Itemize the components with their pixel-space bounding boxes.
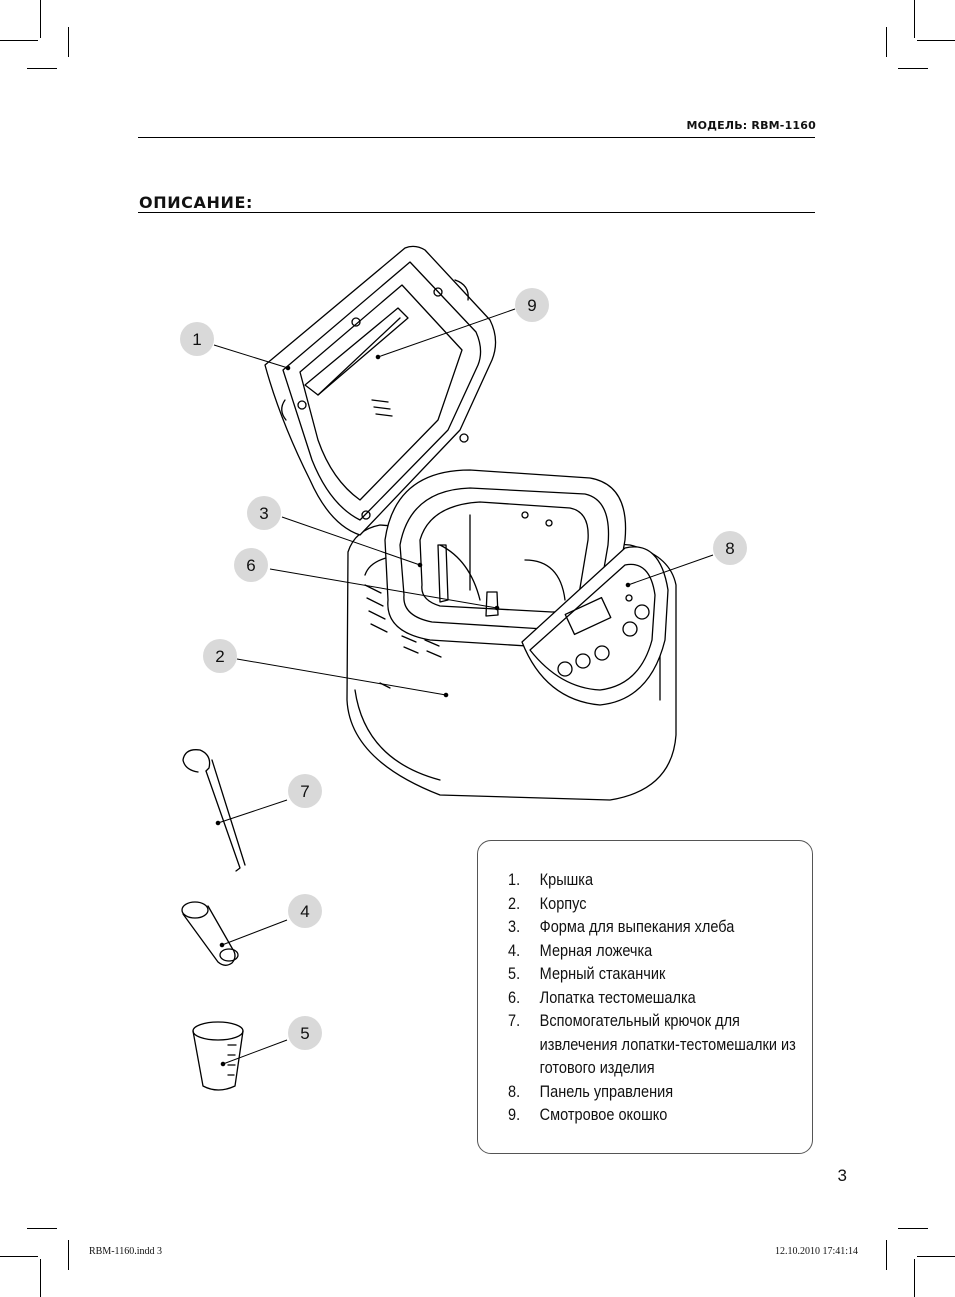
legend-item-number: 8. (508, 1082, 521, 1101)
callout-circle (180, 322, 214, 356)
legend-item-label: Лопатка тестомешалка (539, 988, 696, 1007)
callout-8: 8 (713, 531, 747, 565)
crop-mark (68, 27, 69, 57)
callout-2: 2 (203, 639, 237, 673)
callout-number: 2 (215, 647, 224, 666)
callout-circle (713, 531, 747, 565)
callout-circle (234, 548, 268, 582)
callout-6: 6 (234, 548, 268, 582)
legend-item: 5. Мерный стаканчик (508, 963, 807, 987)
legend-item: 8. Панель управления (508, 1081, 807, 1105)
legend-item-number: 6. (508, 988, 521, 1007)
legend-item-label: Панель управления (539, 1082, 674, 1101)
file-slug: RBM-1160.indd 3 (89, 1246, 162, 1257)
callout-number: 5 (300, 1024, 309, 1043)
legend-item-label: Крышка (539, 871, 594, 889)
legend-item: 4. Мерная ложечка (508, 940, 807, 964)
legend-item-label: Мерный стаканчик (539, 965, 666, 983)
legend-item-label: Мерная ложечка (539, 941, 653, 960)
legend-item: 6. Лопатка тестомешалка (508, 987, 807, 1011)
section-title: ОПИСАНИЕ: (139, 193, 254, 212)
callout-circle (203, 639, 237, 673)
model-header: МОДЕЛЬ: RBM-1160 (686, 119, 816, 132)
callout-number: 6 (246, 556, 255, 575)
legend-item-number: 1. (508, 871, 521, 889)
callout-number: 1 (192, 330, 201, 349)
legend-item-number: 2. (508, 894, 521, 913)
hook-accessory (182, 749, 246, 872)
legend-box: 1. Крышка 2. Корпус 3. Форма для выпекания хл… (477, 840, 813, 1154)
legend-item-label: Смотровое окошко (539, 1106, 668, 1124)
crop-mark (27, 1228, 57, 1229)
callout-3: 3 (247, 496, 281, 530)
callout-9: 9 (515, 288, 549, 322)
legend-item-number: 5. (508, 965, 521, 983)
crop-mark (886, 27, 887, 57)
crop-mark (40, 0, 41, 38)
control-panel (521, 546, 669, 706)
legend-item: 3. Форма для выпекания хлеба (508, 916, 807, 940)
page-number: 3 (837, 1166, 847, 1185)
measuring-cup (192, 1021, 244, 1091)
legend-item: 7. Вспомогательный крючок для извлечения … (508, 1010, 807, 1081)
legend-item-number: 3. (508, 918, 521, 936)
callout-5: 5 (288, 1016, 322, 1050)
callout-number: 9 (527, 296, 536, 315)
legend-item-label: Вспомогательный крючок для извлечения ло… (539, 1012, 796, 1077)
print-timestamp: 12.10.2010 17:41:14 (774, 1246, 858, 1257)
legend-item: 2. Корпус (508, 893, 807, 917)
crop-mark (917, 1256, 955, 1257)
callout-circle (288, 1016, 322, 1050)
legend-item-number: 4. (508, 941, 521, 960)
crop-mark (886, 1240, 887, 1270)
legend-list: 1. Крышка 2. Корпус 3. Форма для выпекания хл… (508, 869, 808, 1128)
crop-mark (914, 0, 915, 38)
crop-mark (917, 40, 955, 41)
callout-number: 4 (300, 902, 309, 921)
bread-maker-lid (264, 245, 497, 536)
legend-item: 1. Крышка (508, 869, 807, 893)
legend-item-number: 9. (508, 1106, 521, 1124)
header-rule (138, 137, 815, 138)
callout-circle (288, 774, 322, 808)
callout-7: 7 (288, 774, 322, 808)
section-rule (138, 212, 815, 213)
callout-number: 3 (259, 504, 268, 523)
legend-item-number: 7. (508, 1012, 521, 1030)
callout-4: 4 (288, 894, 322, 928)
crop-mark (898, 68, 928, 69)
crop-mark (0, 40, 38, 41)
crop-mark (27, 68, 57, 69)
callout-circle (515, 288, 549, 322)
crop-mark (898, 1228, 928, 1229)
measuring-spoon (181, 901, 239, 966)
crop-mark (914, 1259, 915, 1297)
crop-mark (0, 1256, 38, 1257)
legend-item: 9. Смотровое окошко (508, 1104, 807, 1128)
callout-1: 1 (180, 322, 214, 356)
crop-mark (40, 1259, 41, 1297)
callout-number: 8 (725, 539, 734, 558)
callout-circle (288, 894, 322, 928)
callout-number: 7 (300, 782, 309, 801)
callout-circle (247, 496, 281, 530)
crop-mark (68, 1240, 69, 1270)
legend-item-label: Форма для выпекания хлеба (539, 918, 735, 936)
legend-item-label: Корпус (539, 894, 587, 913)
